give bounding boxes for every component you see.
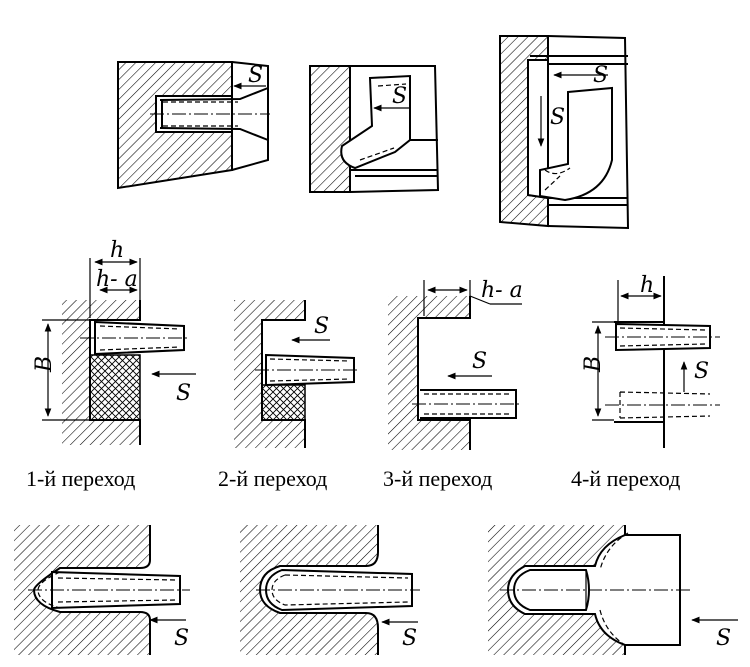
fig-bottom-2: S <box>240 525 420 655</box>
feed-label: S <box>176 381 191 406</box>
feed-label: S <box>402 626 417 651</box>
stage-3: h- a S 3-й переход <box>383 278 523 491</box>
feed-label: S <box>593 63 608 88</box>
stage-4: h B S 4-й переход <box>571 273 720 491</box>
depth-minus-a-label: h- a <box>481 278 523 303</box>
height-label: B <box>581 356 606 373</box>
height-label: B <box>32 356 57 373</box>
stage-caption-4: 4-й переход <box>571 466 680 491</box>
stage-caption-2: 2-й переход <box>218 466 327 491</box>
depth-label: h <box>110 238 124 263</box>
depth-minus-a-label: h- a <box>96 267 138 292</box>
stage-caption-3: 3-й переход <box>383 466 492 491</box>
feed-label: S <box>248 63 263 88</box>
fig-bottom-3: S <box>488 525 738 655</box>
depth-label: h <box>640 273 654 298</box>
feed-label: S <box>392 84 407 109</box>
stage-1: B h h- a S 1-й переход <box>26 238 196 491</box>
feed-label: S <box>314 314 329 339</box>
feed-label: S <box>716 626 731 651</box>
fig-top-2: S <box>309 65 440 193</box>
feed-label: S <box>694 359 709 384</box>
stage-caption-1: 1-й переход <box>26 466 135 491</box>
feed-label: S <box>174 626 189 651</box>
feed-label: S <box>472 349 487 374</box>
fig-top-3: S S <box>499 35 630 230</box>
stage-2: S 2-й переход <box>218 300 360 491</box>
fig-bottom-1: S <box>14 525 190 655</box>
fig-top-1: S <box>117 61 270 190</box>
feed-label: S <box>550 105 565 130</box>
